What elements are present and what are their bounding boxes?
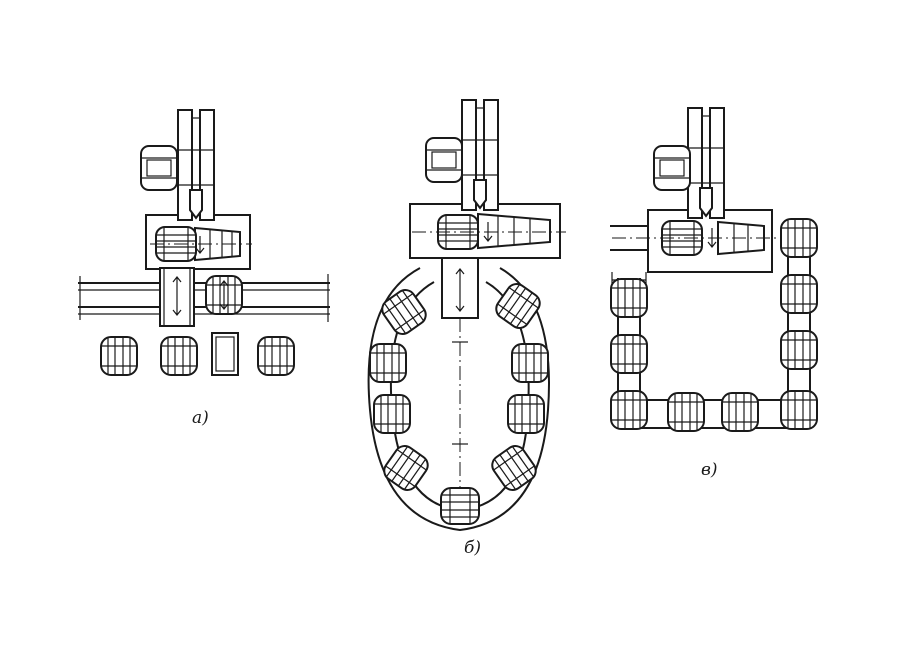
diagram-a [78, 109, 330, 376]
diagram-b [367, 99, 566, 532]
caption-a: а) [192, 408, 209, 428]
diagram-v [610, 107, 818, 432]
caption-b: б) [464, 538, 482, 558]
caption-v: в) [701, 460, 718, 480]
